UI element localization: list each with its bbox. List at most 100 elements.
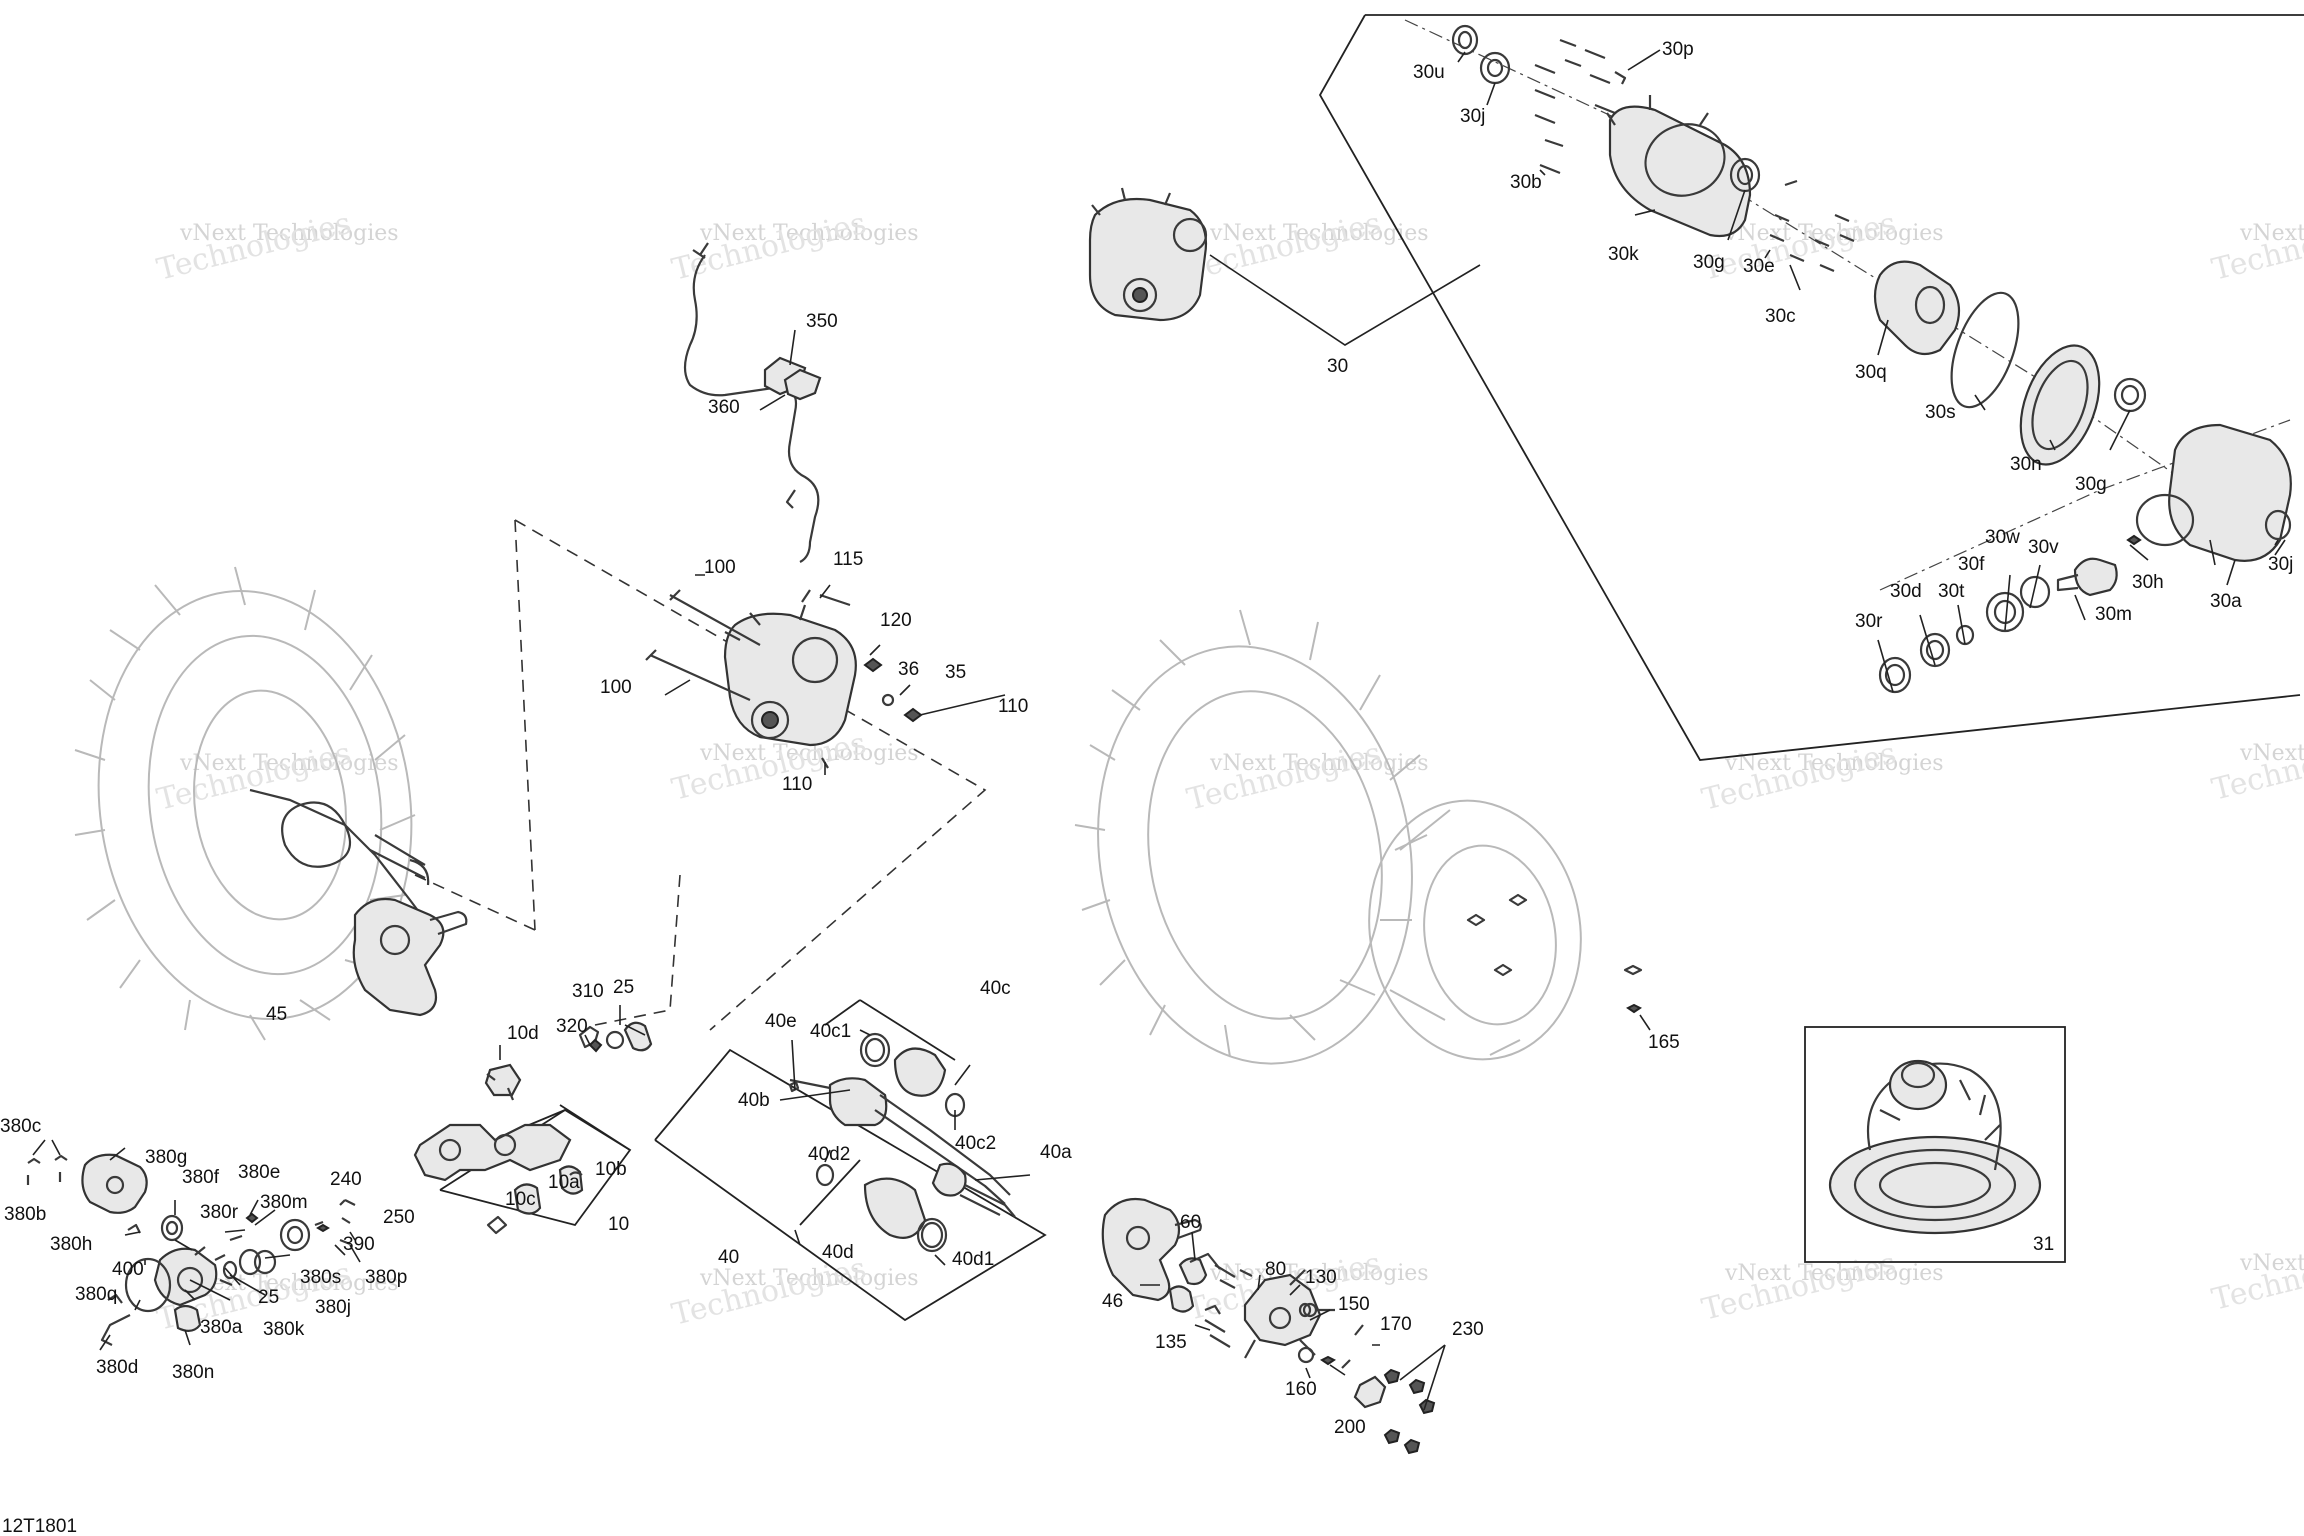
callout-380a: 380a	[200, 1317, 243, 1338]
callout-30g-2: 30g	[2075, 474, 2107, 495]
callout-10c: 10c	[505, 1189, 536, 1210]
callout-10: 10	[608, 1214, 629, 1235]
callout-110: 110	[998, 696, 1028, 717]
watermark-line1: vNext Technologies	[699, 1266, 919, 1291]
callout-30e: 30e	[1743, 256, 1775, 277]
watermark-line1: vNext Technologies	[179, 221, 399, 246]
callout-30j-2: 30j	[2268, 554, 2293, 575]
watermark-line1: vNext Technologies	[1724, 221, 1944, 246]
callout-380k: 380k	[263, 1319, 305, 1340]
wheel-nut-165	[1623, 964, 1643, 1014]
callout-35: 35	[945, 662, 966, 683]
callout-30n: 30n	[2010, 454, 2042, 475]
callout-380c: 380c	[0, 1116, 41, 1137]
callout-30a: 30a	[2210, 591, 2242, 612]
callout-30c: 30c	[1765, 306, 1796, 327]
callout-170: 170	[1380, 1314, 1412, 1335]
callout-380b: 380b	[4, 1204, 46, 1225]
callout-150: 150	[1338, 1294, 1370, 1315]
callout-350: 350	[806, 311, 838, 332]
watermark-3: vNext Technologies Technologies	[1183, 206, 1428, 288]
front-differential-assembly	[645, 589, 923, 769]
watermark-14: vNext Technologies Technologies	[1698, 1246, 1943, 1328]
callout-400: 400	[112, 1259, 144, 1280]
watermark-line2: Technologies	[668, 1251, 869, 1333]
callout-380h: 380h	[50, 1234, 92, 1255]
callout-40d1: 40d1	[952, 1249, 994, 1270]
callout-380j: 380j	[315, 1297, 351, 1318]
diff-exploded-frame	[1318, 14, 2304, 761]
watermark-8: vNext Technologies Technologies	[1183, 736, 1428, 818]
leader-lines	[32, 49, 2286, 1411]
left-tire-illustration	[74, 566, 430, 1041]
callout-30k: 30k	[1608, 244, 1639, 265]
callout-40b: 40b	[738, 1090, 770, 1111]
watermark-line1: vNext Technologies	[1724, 1261, 1944, 1286]
callout-30b: 30b	[1510, 172, 1542, 193]
callout-25: 25	[613, 977, 634, 998]
callout-380d: 380d	[96, 1357, 138, 1378]
callout-10a: 10a	[548, 1172, 580, 1193]
watermark-line1: vNext Technologies	[699, 221, 919, 246]
callout-380s: 380s	[300, 1267, 341, 1288]
callout-380f: 380f	[182, 1167, 220, 1188]
watermark-line1: vNext Technologies	[179, 751, 399, 776]
callout-40a: 40a	[1040, 1142, 1072, 1163]
callout-200: 200	[1334, 1417, 1366, 1438]
watermark-10: vNext Technologies Technologies	[2208, 726, 2304, 808]
callout-380e: 380e	[238, 1162, 280, 1183]
callout-310: 310	[572, 981, 604, 1002]
differential-30	[1088, 187, 1208, 322]
callout-30j: 30j	[1460, 106, 1485, 127]
callout-120: 120	[880, 610, 912, 631]
detail-inset-31	[1804, 1026, 2066, 1263]
callout-135: 135	[1155, 1332, 1187, 1353]
callout-380g: 380g	[145, 1147, 187, 1168]
watermark-line2: Technologies	[153, 206, 354, 288]
callout-60: 60	[1180, 1212, 1201, 1233]
dashed-outline-center	[414, 519, 987, 1031]
watermark-line2: Technologies	[2208, 1236, 2304, 1318]
callout-30u: 30u	[1413, 62, 1445, 83]
callout-25-2: 25	[258, 1287, 279, 1308]
callout-165: 165	[1648, 1032, 1680, 1053]
callout-40c2: 40c2	[955, 1133, 996, 1154]
callout-360: 360	[708, 397, 740, 418]
callout-380r: 380r	[200, 1202, 239, 1223]
watermark-6: vNext Technologies Technologies	[153, 736, 398, 818]
callout-30g: 30g	[1693, 252, 1725, 273]
callout-36: 36	[898, 659, 919, 680]
callout-45: 45	[266, 1004, 287, 1025]
watermark-1: vNext Technologies Technologies	[153, 206, 398, 288]
callout-250: 250	[383, 1207, 415, 1228]
diff-exploded-parts	[1451, 24, 2292, 694]
diagram-code: 12T1801	[2, 1516, 77, 1536]
callout-30r: 30r	[1855, 611, 1883, 632]
callout-30s: 30s	[1925, 402, 1956, 423]
callout-380p: 380p	[365, 1267, 407, 1288]
callout-380n: 380n	[172, 1362, 214, 1383]
watermark-line2: Technologies	[668, 206, 869, 288]
callout-40: 40	[718, 1247, 739, 1268]
watermark-line1: vNext Technologies	[2239, 221, 2304, 246]
watermark-12: vNext Technologies Technologies	[668, 1251, 918, 1333]
watermark-line2: Technologies	[1183, 736, 1384, 818]
callout-40d: 40d	[822, 1242, 854, 1263]
callout-labels: 30u 30j 30p 30b 30k 30g 30e 30c 30q 30s …	[0, 39, 2293, 1438]
callout-40c: 40c	[980, 978, 1011, 999]
watermark-line2: Technologies	[1698, 736, 1899, 818]
callout-380q: 380q	[75, 1284, 117, 1305]
callout-40e: 40e	[765, 1011, 797, 1032]
callout-390: 390	[343, 1234, 375, 1255]
bearing-housing-group-380	[26, 1153, 356, 1346]
callout-30t: 30t	[1938, 581, 1965, 602]
callout-30f: 30f	[1958, 554, 1985, 575]
callout-40d2: 40d2	[808, 1144, 850, 1165]
callout-30q: 30q	[1855, 362, 1887, 383]
callout-30v: 30v	[2028, 537, 2059, 558]
watermark-5: vNext Technologies Technologies	[2208, 206, 2304, 288]
speed-sensor-harness	[683, 242, 822, 563]
callout-30d: 30d	[1890, 581, 1922, 602]
watermark-9: vNext Technologies Technologies	[1698, 736, 1943, 818]
